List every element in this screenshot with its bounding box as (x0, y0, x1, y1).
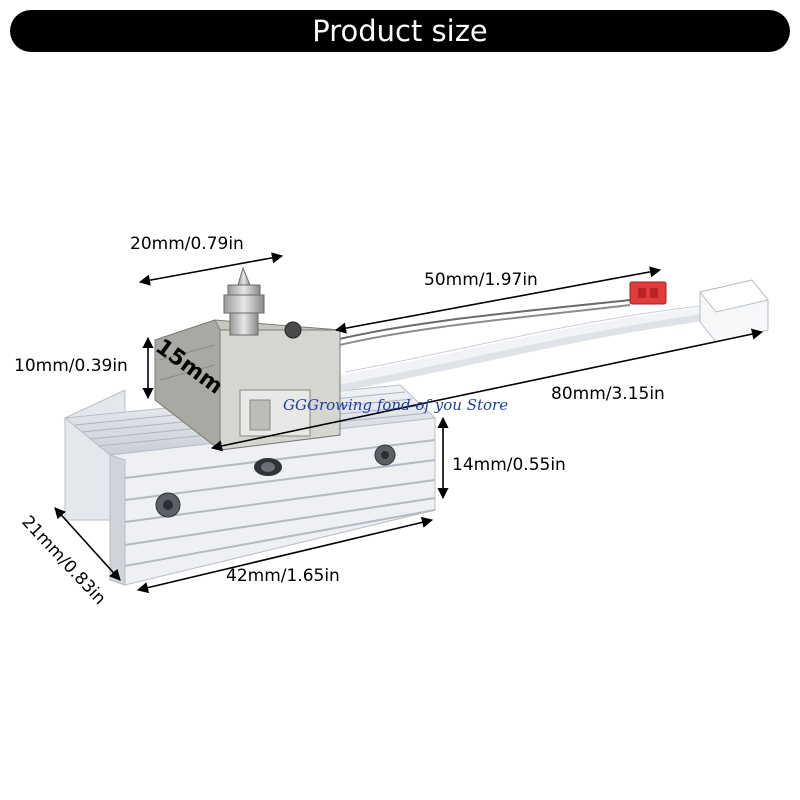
dim-label-nozzle-width: 20mm/0.79in (130, 234, 244, 254)
dim-label-heatsink-length: 42mm/1.65in (226, 566, 340, 586)
red-connector (629, 281, 667, 305)
white-connector (699, 279, 769, 343)
wire-bundle (334, 299, 705, 392)
dim-label-heatsink-height: 14mm/0.55in (452, 455, 566, 475)
dim-label-block-height: 10mm/0.39in (14, 356, 128, 376)
banner-title: Product size (312, 14, 488, 48)
product-size-banner: Product size (10, 10, 790, 52)
dimension-arrows (54, 252, 764, 594)
dim-label-wire-long: 80mm/3.15in (551, 384, 665, 404)
nozzle (223, 266, 265, 336)
store-watermark: GGGrowing fond of you Store (283, 396, 509, 414)
dim-label-wire-short: 50mm/1.97in (424, 270, 538, 290)
